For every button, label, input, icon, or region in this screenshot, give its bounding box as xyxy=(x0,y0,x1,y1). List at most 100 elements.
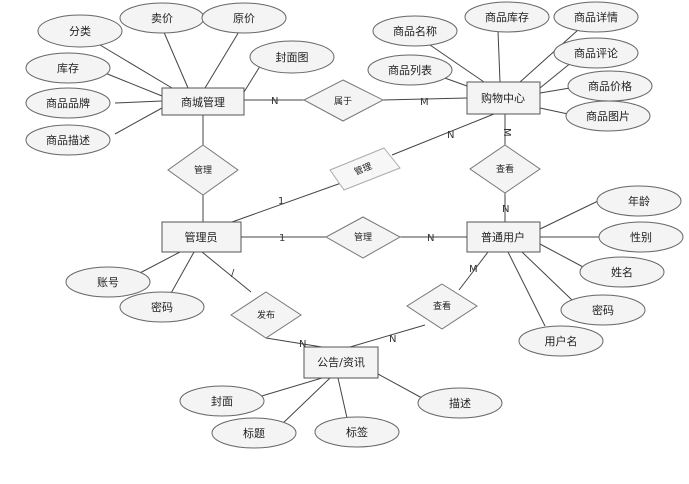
rel-belongs-to: 属于 xyxy=(302,79,385,122)
card-admin-publish: / xyxy=(231,268,235,279)
rel-manage-center: 管理 xyxy=(329,147,401,191)
edge-center-pname xyxy=(429,44,485,83)
edge-center-preview xyxy=(539,61,573,89)
attr-label: 商品品牌 xyxy=(46,96,90,110)
card-user-admin: N xyxy=(427,233,434,244)
attr-title: 标题 xyxy=(211,417,297,449)
entity-normal-user: 普通用户 xyxy=(466,221,541,253)
attr-product-detail: 商品详情 xyxy=(553,1,639,33)
edge-admin-pwd xyxy=(169,251,195,296)
attr-label: 封面图 xyxy=(276,50,309,64)
attr-label: 库存 xyxy=(57,61,79,75)
attr-label: 商品名称 xyxy=(393,24,437,38)
card-ann-publish: N xyxy=(299,339,306,350)
attr-label: 密码 xyxy=(592,303,614,317)
edge-shop-desc xyxy=(114,107,163,135)
edge-ann-tag xyxy=(337,377,348,419)
attr-product-image: 商品图片 xyxy=(565,100,651,132)
attr-tag: 标签 xyxy=(314,416,400,448)
attr-label: 分类 xyxy=(69,24,91,38)
entity-label: 普通用户 xyxy=(481,230,525,244)
edge-ann-cover xyxy=(254,377,323,399)
rel-view-announcement: 查看 xyxy=(406,283,478,330)
attr-label: 用户名 xyxy=(545,334,578,348)
attr-product-list: 商品列表 xyxy=(367,54,453,86)
attr-stock: 库存 xyxy=(25,52,111,84)
attr-age: 年龄 xyxy=(596,185,682,217)
edge-user-username xyxy=(507,251,546,327)
attr-gender: 性别 xyxy=(598,221,684,253)
attr-description: 描述 xyxy=(417,387,503,419)
attr-cover: 封面 xyxy=(179,385,265,417)
attr-label: 年龄 xyxy=(628,194,650,208)
edge-belongs-center xyxy=(382,97,468,101)
rel-publish: 发布 xyxy=(230,291,302,339)
attr-product-desc: 商品描述 xyxy=(25,124,111,156)
edge-user-age xyxy=(539,200,599,230)
rel-manage-shop: 管理 xyxy=(167,144,239,196)
attr-name: 姓名 xyxy=(579,256,665,288)
attr-admin-password: 密码 xyxy=(119,291,205,323)
edge-admin-publish xyxy=(201,251,252,293)
rel-view-center: 查看 xyxy=(469,144,541,194)
card-ann-view: N xyxy=(389,334,396,345)
entity-label: 购物中心 xyxy=(481,91,525,105)
attr-label: 商品图片 xyxy=(586,109,630,123)
attr-original-price: 原价 xyxy=(201,2,287,34)
edge-ann-desc xyxy=(377,373,423,399)
rel-label: 属于 xyxy=(334,96,352,107)
edge-shop-category xyxy=(94,41,173,89)
attr-product-name: 商品名称 xyxy=(372,15,458,47)
rel-label: 查看 xyxy=(496,163,514,175)
cardinalities: N M 1 N M N 1 N / N N M xyxy=(231,96,512,350)
edges xyxy=(94,29,600,427)
rel-label: 管理 xyxy=(354,231,372,243)
attr-label: 密码 xyxy=(151,300,173,314)
attr-label: 商品列表 xyxy=(388,63,432,77)
entity-shopping-center: 购物中心 xyxy=(466,81,541,115)
attr-label: 商品库存 xyxy=(485,10,529,24)
attr-label: 标题 xyxy=(243,426,265,440)
edge-center-pprice xyxy=(539,87,571,94)
edge-center-pdetail xyxy=(519,29,579,83)
edge-viewann-ann xyxy=(349,324,426,348)
attr-product-price: 商品价格 xyxy=(567,70,653,102)
edge-shop-origprice xyxy=(204,29,241,89)
attr-label: 标签 xyxy=(346,425,368,439)
card-center-admin: N xyxy=(447,130,454,141)
edge-shop-stock xyxy=(104,72,163,97)
edge-shop-cover xyxy=(243,62,263,93)
attr-brand: 商品品牌 xyxy=(25,87,111,119)
edge-shop-saleprice xyxy=(162,29,189,89)
edge-shop-brand xyxy=(114,100,163,104)
attr-category: 分类 xyxy=(37,14,123,48)
attr-label: 原价 xyxy=(233,12,255,25)
edge-user-pwd xyxy=(521,251,573,301)
attr-product-review: 商品评论 xyxy=(553,37,639,69)
edge-ann-title xyxy=(279,377,331,427)
rel-label: 管理 xyxy=(194,164,212,176)
entity-announcement: 公告/资讯 xyxy=(303,346,379,379)
card-admin-center: 1 xyxy=(278,196,284,207)
attr-sale-price: 卖价 xyxy=(119,2,205,34)
edge-publish-ann xyxy=(265,337,323,348)
attr-label: 账号 xyxy=(97,276,119,289)
entity-label: 商城管理 xyxy=(181,95,225,109)
edge-admin-rotmanage xyxy=(231,181,345,223)
card-center-belongs: M xyxy=(420,97,429,108)
attr-label: 商品详情 xyxy=(574,10,618,24)
card-user-viewann: M xyxy=(469,264,478,275)
rel-label: 发布 xyxy=(257,309,275,321)
attr-product-stock: 商品库存 xyxy=(464,1,550,33)
attr-user-password: 密码 xyxy=(560,294,646,326)
attr-account: 账号 xyxy=(65,266,151,298)
edge-admin-account xyxy=(137,251,181,275)
rel-label: 查看 xyxy=(433,300,451,312)
attr-username: 用户名 xyxy=(518,325,604,357)
attr-label: 封面 xyxy=(211,394,233,408)
entity-label: 管理员 xyxy=(185,230,218,244)
attr-label: 描述 xyxy=(449,396,471,410)
entity-label: 公告/资讯 xyxy=(317,356,365,369)
card-center-view: M xyxy=(501,128,512,137)
